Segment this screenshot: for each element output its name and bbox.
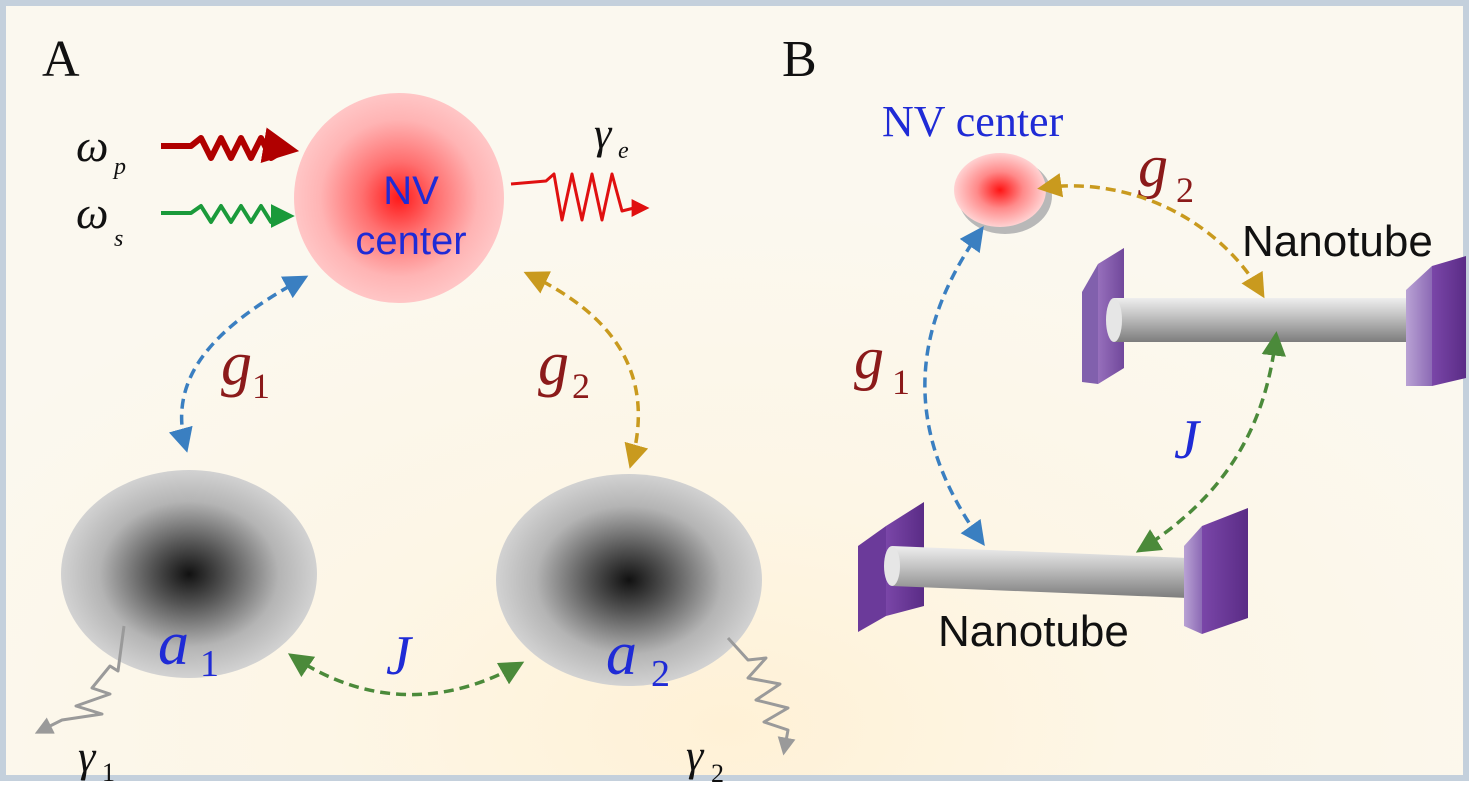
- g1-coupling-arrow: [168, 275, 309, 453]
- a1-label: a: [158, 610, 189, 678]
- gamma-e-subscript: e: [618, 138, 629, 164]
- nv-center-label-line2: center: [355, 219, 466, 263]
- gamma-1-symbol: γ: [78, 732, 97, 781]
- g1-subscript: 1: [252, 366, 270, 406]
- nv-center-sphere: [294, 93, 504, 303]
- a2-decay-arrow: [726, 636, 796, 756]
- g2-subscript: 2: [572, 366, 590, 406]
- g2-subscript-b: 2: [1176, 170, 1194, 210]
- nanotube-top: [1082, 248, 1466, 386]
- g1-coupling-arrow-b: [923, 225, 985, 546]
- mode-a1-sphere: [61, 470, 317, 678]
- gamma-1-subscript: 1: [102, 758, 115, 787]
- a1-decay-arrow: [34, 625, 126, 734]
- pump-field-arrow: [161, 127, 300, 164]
- omega-s-subscript: s: [114, 226, 123, 252]
- a1-subscript: 1: [200, 643, 219, 685]
- a2-label: a: [606, 620, 637, 688]
- g1-label-b: g: [854, 325, 884, 391]
- g1-label: g: [221, 330, 252, 398]
- nv-center-disk: [954, 153, 1046, 227]
- a2-subscript: 2: [651, 653, 670, 695]
- panel-a-label: A: [42, 31, 80, 88]
- omega-p-symbol: ω: [76, 120, 108, 171]
- g1-subscript-b: 1: [892, 362, 910, 402]
- g2-label: g: [538, 330, 569, 398]
- j-coupling-arrow-a: [287, 653, 525, 697]
- omega-p-subscript: p: [112, 154, 126, 180]
- mode-a2-sphere: [496, 474, 762, 686]
- figure-canvas: A NV center ω p ω s γ e g 1 g 2 a 1 γ 1 …: [34, 31, 1466, 787]
- gamma-2-symbol: γ: [686, 731, 705, 780]
- nv-decay-arrow: [510, 172, 650, 222]
- gamma-2-subscript: 2: [711, 759, 724, 787]
- j-coupling-arrow-b: [1135, 331, 1287, 553]
- omega-s-symbol: ω: [76, 187, 108, 238]
- panel-b-label: B: [782, 31, 817, 88]
- g2-coupling-arrow-b: [1037, 173, 1265, 299]
- nv-center-label-line1: NV: [383, 169, 439, 213]
- gamma-e-symbol: γ: [594, 109, 613, 158]
- nv-center-label-b: NV center: [882, 97, 1064, 146]
- nanotube-top-label: Nanotube: [1242, 217, 1433, 266]
- j-label-b: J: [1174, 409, 1202, 471]
- g2-coupling-arrow: [523, 271, 649, 469]
- j-label-a: J: [386, 625, 414, 687]
- g2-label-b: g: [1138, 133, 1168, 199]
- probe-field-arrow: [161, 204, 295, 228]
- nanotube-bottom-label: Nanotube: [938, 607, 1129, 656]
